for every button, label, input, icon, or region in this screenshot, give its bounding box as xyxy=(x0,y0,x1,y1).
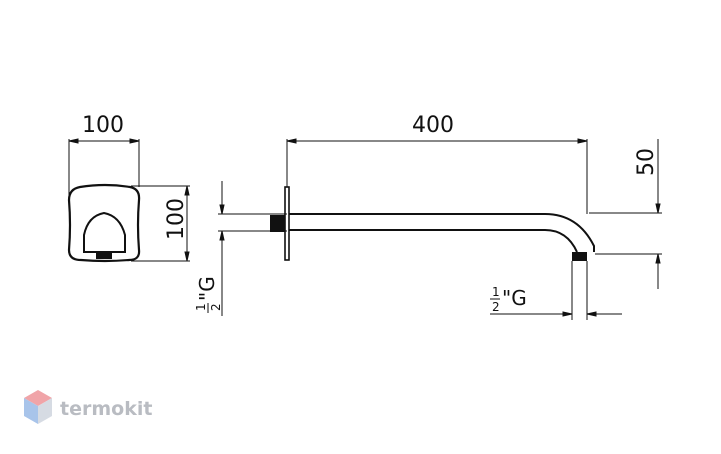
wall-flange xyxy=(284,186,290,261)
shower-arm-lower xyxy=(289,229,578,253)
front-height-label: 100 xyxy=(164,198,189,240)
arm-outlet-nut xyxy=(572,252,587,261)
shower-arm xyxy=(289,213,595,252)
side-view xyxy=(270,186,595,261)
outlet-thread-denominator: 2 xyxy=(492,300,500,314)
watermark-cube-left-icon xyxy=(24,398,38,424)
drop-height-dimension xyxy=(589,139,662,289)
watermark-brand: termokit xyxy=(60,398,152,420)
drop-height-label: 50 xyxy=(634,148,659,176)
front-width-label: 100 xyxy=(82,113,124,138)
front-body-outline xyxy=(67,183,141,263)
arm-length-label: 400 xyxy=(412,113,454,138)
wall-connector xyxy=(270,215,285,232)
watermark-cube-right-icon xyxy=(38,398,52,424)
outlet-thread-label: 1 2 "G xyxy=(490,285,527,314)
front-view xyxy=(67,183,141,263)
watermark-logo xyxy=(24,390,52,424)
inlet-thread-suffix: "G xyxy=(195,276,219,301)
front-outlet-nut xyxy=(96,252,112,259)
outlet-thread-dimension xyxy=(490,261,622,320)
arm-length-dimension xyxy=(286,138,588,214)
outlet-thread-suffix: "G xyxy=(502,286,527,310)
front-width-dimension xyxy=(68,138,140,200)
front-opening xyxy=(83,211,126,253)
outlet-thread-numerator: 1 xyxy=(492,285,500,299)
inlet-thread-numerator: 1 xyxy=(194,303,208,311)
front-height-dimension xyxy=(131,185,190,262)
inlet-thread-dimension xyxy=(218,181,287,316)
inlet-thread-label: 1 2 "G xyxy=(194,276,223,313)
inlet-thread-denominator: 2 xyxy=(209,303,223,311)
